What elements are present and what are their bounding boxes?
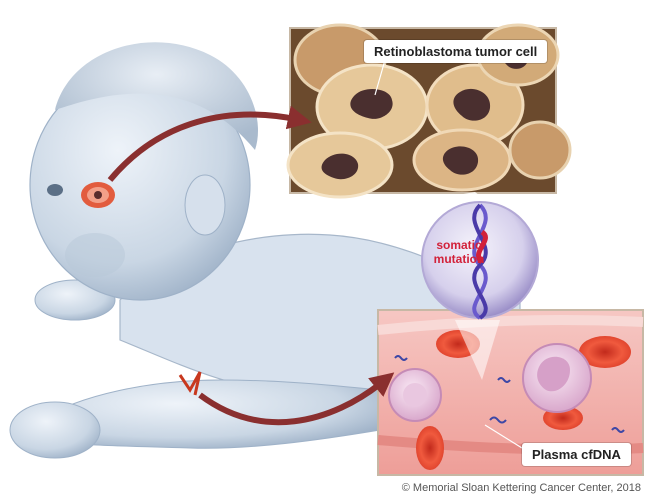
baby-ear	[185, 175, 225, 235]
mutation-label: mutation	[425, 252, 493, 266]
tumor-cell-label: Retinoblastoma tumor cell	[364, 40, 547, 63]
copyright-credit: © Memorial Sloan Kettering Cancer Center…	[402, 482, 641, 494]
red-blood-cell-icon	[416, 426, 444, 470]
tumor-cell	[510, 122, 570, 178]
plasma-cfdna-label: Plasma cfDNA	[522, 443, 631, 466]
baby-hand	[10, 402, 100, 458]
somatic-label: somatic	[425, 238, 493, 252]
